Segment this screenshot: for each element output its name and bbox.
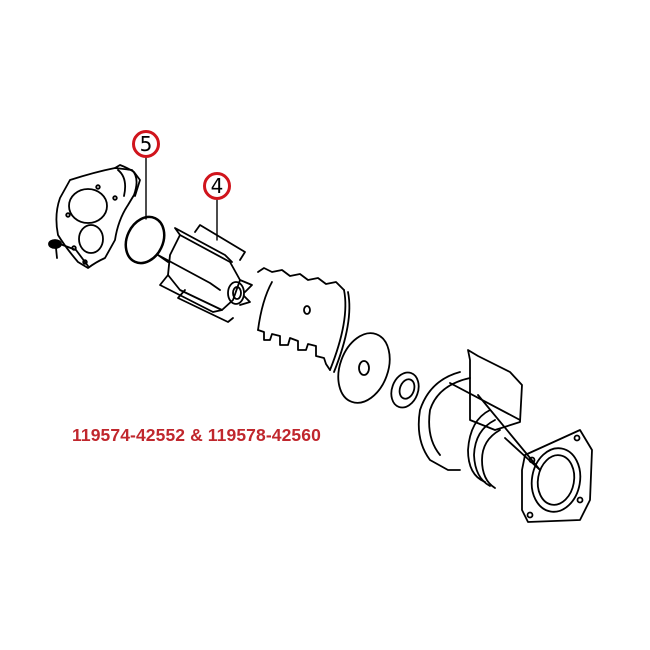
o-ring-part-5 [124,155,166,265]
callout-5: 5 [132,130,160,158]
part-numbers-label: 119574-42552 & 119578-42560 [72,425,321,445]
liner-insert [257,267,351,373]
callout-4: 4 [203,172,231,200]
screw [48,239,89,267]
impeller-part-4 [157,197,253,323]
callout-5-label: 5 [139,132,153,156]
callout-4-label: 4 [210,174,224,198]
seal [390,371,420,409]
wear-plate [337,332,391,404]
pump-housing [417,349,593,523]
